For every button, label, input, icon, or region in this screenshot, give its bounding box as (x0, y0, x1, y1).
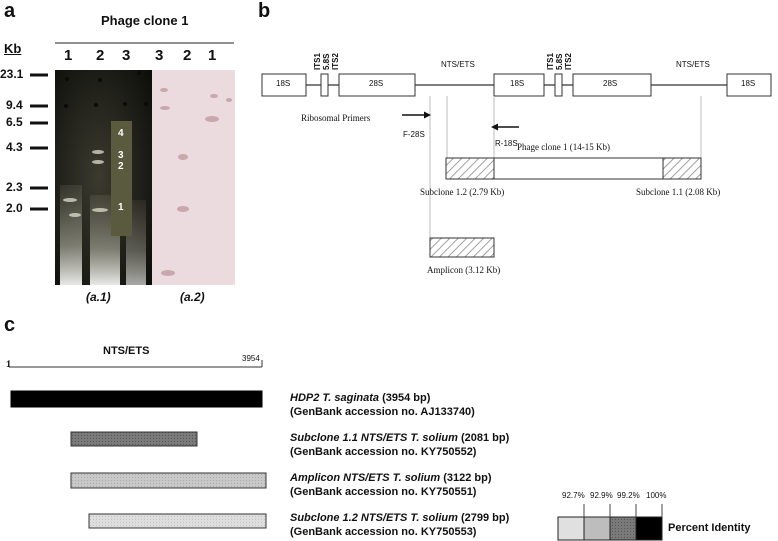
band-label-2: 2 (118, 161, 124, 172)
marker-4-3: 4.3 (6, 140, 23, 154)
forward-primer-label: F-28S (403, 130, 425, 139)
box-18s-1 (261, 73, 307, 97)
subclone-11-label: Subclone 1.1 (2.08 Kb) (636, 187, 721, 197)
row-hdp2-title: HDP2 T. saginata (3954 bp) (290, 392, 430, 404)
box-58s-2 (554, 73, 563, 97)
lane-a1-2: 2 (96, 47, 105, 64)
row-amplicon-size: (3122 bp) (443, 472, 492, 484)
marker-9-4: 9.4 (6, 98, 23, 112)
box-18s-3 (726, 73, 772, 97)
sublabel-a2: (a.2) (180, 290, 205, 304)
band-label-box (111, 121, 132, 236)
percent-identity-label: Percent Identity (668, 522, 751, 534)
identity-929: 92.9% (590, 491, 613, 500)
row-subclone12-name: Subclone 1.2 NTS/ETS T. solium (290, 512, 458, 524)
gel-a2-tint (152, 70, 235, 285)
row-subclone12-title: Subclone 1.2 NTS/ETS T. solium (2799 bp) (290, 512, 509, 524)
row-subclone11-title: Subclone 1.1 NTS/ETS T. solium (2081 bp) (290, 432, 509, 444)
bar-subclone-12 (88, 513, 267, 529)
primer-arrows (402, 111, 519, 131)
lane-a2-2: 2 (183, 47, 192, 64)
label-18s-2: 18S (510, 79, 525, 88)
ruler-title: NTS/ETS (103, 345, 150, 357)
panel-a-letter: a (4, 0, 16, 22)
row-hdp2-name: HDP2 T. saginata (290, 392, 380, 404)
label-18s-1: 18S (276, 79, 291, 88)
identity-100: 100% (646, 491, 667, 500)
gel-a2-bands (160, 88, 232, 276)
phage-clone-label: Phage clone 1 (14-15 Kb) (517, 142, 610, 152)
sublabel-a1: (a.1) (86, 290, 111, 304)
ruler (8, 360, 263, 368)
ruler-start: 1 (6, 360, 11, 369)
subclone-12-label: Subclone 1.2 (2.79 Kb) (420, 187, 505, 197)
row-amplicon-title: Amplicon NTS/ETS T. solium (3122 bp) (290, 472, 492, 484)
row-amplicon-accession: (GenBank accession no. KY750551) (290, 486, 477, 498)
row-amplicon-name: Amplicon NTS/ETS T. solium (290, 472, 441, 484)
bar-hdp2 (10, 390, 263, 408)
kb-unit-label: Kb (4, 41, 22, 56)
lane1-smear (60, 185, 82, 285)
amplicon-box (429, 237, 495, 258)
lane-a2-3: 3 (155, 47, 164, 64)
panel-b-letter: b (258, 0, 271, 22)
bar-amplicon (70, 472, 267, 489)
box-28s-1 (338, 73, 416, 97)
subclone-12-hatch (445, 157, 495, 180)
identity-992: 99.2% (617, 491, 640, 500)
ruler-end: 3954 (242, 354, 260, 363)
row-subclone11-name: Subclone 1.1 NTS/ETS T. solium (290, 432, 458, 444)
marker-6-5: 6.5 (6, 115, 23, 129)
band-label-3: 3 (118, 150, 124, 161)
identity-927: 92.7% (562, 491, 585, 500)
amplicon-label: Amplicon (3.12 Kb) (427, 265, 501, 275)
row-hdp2-accession: (GenBank accession no. AJ133740) (290, 406, 475, 418)
box-28s-2 (572, 73, 652, 97)
gel-a1-bands (63, 150, 108, 217)
row-subclone11-accession: (GenBank accession no. KY750552) (290, 446, 477, 458)
gel-a2 (152, 70, 235, 285)
panel-a-title: Phage clone 1 (101, 13, 189, 28)
box-58s-1 (320, 73, 329, 97)
row-subclone12-accession: (GenBank accession no. KY750553) (290, 526, 477, 538)
row-hdp2-size: (3954 bp) (382, 392, 431, 404)
row-subclone12-size: (2799 bp) (460, 512, 510, 524)
identity-legend-ticks (583, 504, 663, 517)
marker-23-1: 23.1 (0, 67, 24, 81)
marker-2-3: 2.3 (6, 180, 23, 194)
label-18s-3: 18S (741, 79, 756, 88)
subclone-11-hatch (662, 157, 702, 180)
nts-ets-label-2: NTS/ETS (676, 60, 710, 69)
marker-ticks (30, 73, 48, 211)
band-label-4: 4 (118, 128, 124, 139)
row-subclone11-size: (2081 bp) (460, 432, 510, 444)
marker-2-0: 2.0 (6, 201, 23, 215)
rdna-boxes (261, 73, 772, 97)
lane-a2-1: 1 (208, 47, 217, 64)
label-28s-1: 28S (369, 79, 384, 88)
label-28s-2: 28S (603, 79, 618, 88)
reverse-primer-label: R-18S (495, 139, 518, 148)
identity-legend-swatches (557, 516, 663, 541)
panel-c-letter: c (4, 314, 16, 336)
nts-ets-label-1: NTS/ETS (441, 60, 475, 69)
bar-subclone-11 (70, 431, 198, 447)
ribosomal-primers-label: Ribosomal Primers (301, 113, 371, 123)
box-18s-2 (493, 73, 545, 97)
lane-a1-1: 1 (64, 47, 73, 64)
lane-a1-3: 3 (122, 47, 131, 64)
gel-a1-wells (64, 71, 148, 108)
band-label-1: 1 (118, 202, 124, 213)
